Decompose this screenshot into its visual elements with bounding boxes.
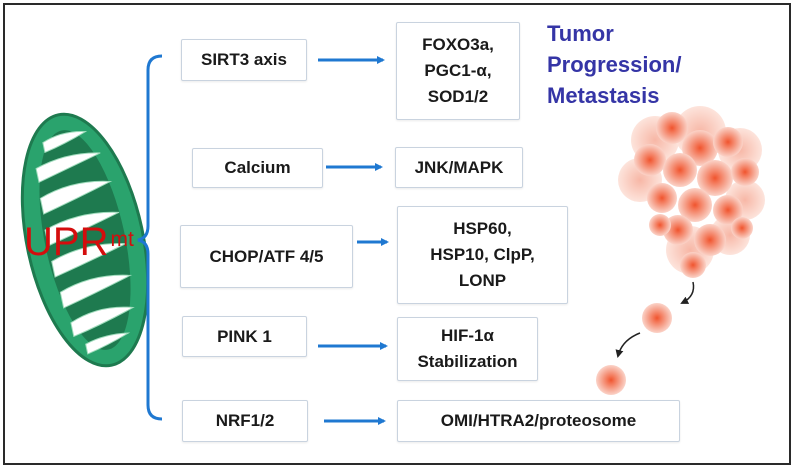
source-box-chop-atf: CHOP/ATF 4/5 xyxy=(180,225,353,288)
metastatic-cell-icon xyxy=(596,365,626,395)
target-label: OMI/HTRA2/proteosome xyxy=(440,411,637,430)
target-box-foxo3a: FOXO3a, PGC1-α, SOD1/2 xyxy=(396,22,520,120)
source-label: CHOP/ATF 4/5 xyxy=(209,246,324,266)
target-label: SOD1/2 xyxy=(427,87,489,106)
target-label: HIF-1α xyxy=(441,326,494,345)
source-box-pink1: PINK 1 xyxy=(182,316,307,357)
source-box-sirt3: SIRT3 axis xyxy=(181,39,307,81)
target-label: HSP60, xyxy=(453,219,512,238)
source-box-nrf: NRF1/2 xyxy=(182,400,308,442)
upr-mt-label: UPRmt xyxy=(24,220,134,264)
source-label: Calcium xyxy=(224,158,291,177)
source-box-calcium: Calcium xyxy=(192,148,323,188)
target-label: FOXO3a, xyxy=(422,35,494,54)
tumor-cluster-icon xyxy=(618,106,765,278)
migrating-cell-icon xyxy=(642,303,672,333)
target-box-jnk-mapk: JNK/MAPK xyxy=(395,147,523,188)
mitochondrion-icon xyxy=(20,112,150,368)
target-box-hif: HIF-1α Stabilization xyxy=(397,317,538,381)
source-label: NRF1/2 xyxy=(215,411,275,430)
target-box-omi: OMI/HTRA2/proteosome xyxy=(397,400,680,442)
source-label: PINK 1 xyxy=(217,326,272,346)
pathway-bracket xyxy=(137,54,163,421)
source-label: SIRT3 axis xyxy=(201,50,287,69)
target-label: HSP10, ClpP, xyxy=(430,245,535,264)
target-label: LONP xyxy=(458,271,507,290)
target-label: JNK/MAPK xyxy=(414,157,504,177)
tumor-progression-label: Tumor Progression/ Metastasis xyxy=(547,21,682,108)
target-label: PGC1-α, xyxy=(424,61,492,80)
target-box-hsp: HSP60, HSP10, ClpP, LONP xyxy=(397,206,568,304)
metastasis-arrow-2 xyxy=(615,332,641,358)
metastasis-arrow-1 xyxy=(680,281,695,304)
target-label: Stabilization xyxy=(417,352,518,371)
